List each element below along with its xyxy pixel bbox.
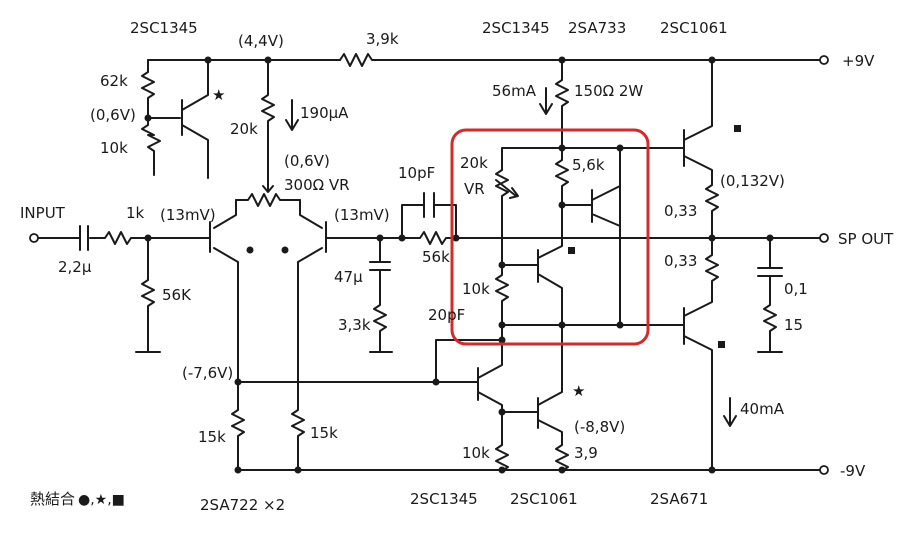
label-c47: 47μ	[334, 268, 363, 286]
spout-terminal[interactable]	[819, 233, 829, 243]
bias-circuit-highlight	[450, 128, 650, 346]
label-r33k: 3,3k	[338, 316, 371, 334]
label-c22: 2,2μ	[58, 258, 92, 276]
label-c01: 0,1	[784, 280, 808, 298]
label-r1k: 1k	[126, 204, 145, 222]
thermal-marks: ★ ★	[212, 86, 741, 400]
label-c10pf: 10pF	[398, 164, 435, 182]
label-top-tr-right: 2SC1061	[660, 19, 728, 37]
label-r20k-top: 20k	[230, 120, 258, 138]
label-r62k: 62k	[100, 72, 128, 90]
label-v76: (-7,6V)	[182, 364, 233, 382]
label-r56k-in: 56K	[162, 286, 192, 304]
label-r5-6k: 5,6k	[572, 156, 605, 174]
label-i40: 40mA	[740, 400, 785, 418]
label-bot-tr3: 2SA671	[650, 490, 708, 508]
label-r15k-right: 15k	[310, 424, 338, 442]
label-top-tr-mid1: 2SC1345	[482, 19, 550, 37]
label-top-tr-mid2: 2SA733	[568, 19, 626, 37]
label-vr300: 300Ω VR	[284, 176, 350, 194]
label-v06-left: (0,6V)	[90, 106, 136, 124]
wires	[37, 53, 821, 472]
input-terminal[interactable]	[29, 233, 39, 243]
svg-text:★: ★	[212, 86, 225, 104]
label-bot-tr2: 2SC1061	[510, 490, 578, 508]
label-v13-right: (13mV)	[334, 206, 390, 224]
svg-text:★: ★	[572, 382, 585, 400]
label-r56k-fb: 56k	[422, 248, 450, 266]
labels: 2SC1345 (4,4V) 3,9k 2SC1345 2SA733 2SC10…	[20, 19, 894, 514]
label-v0132: (0,132V)	[720, 172, 785, 190]
label-top-v-base: (4,4V)	[238, 32, 284, 50]
label-bot-tr1: 2SC1345	[410, 490, 478, 508]
label-top-tr-left: 2SC1345	[130, 19, 198, 37]
label-legend: 熱結合	[30, 490, 75, 508]
label-c20pf: 20pF	[428, 306, 465, 324]
label-r39-bot: 3,9	[574, 444, 598, 462]
label-legend-marks: ●,★,■	[78, 492, 125, 508]
label-r033-top: 0,33	[664, 202, 697, 220]
label-spout: SP OUT	[838, 230, 894, 248]
label-r15k-left: 15k	[198, 428, 226, 446]
label-vr-tag: VR	[464, 180, 485, 198]
label-vplus: +9V	[842, 52, 875, 70]
label-r10k-bot: 10k	[462, 444, 490, 462]
junctions	[144, 56, 774, 474]
label-bot-pair: 2SA722 ×2	[200, 496, 285, 514]
label-r20k-vr: 20k	[460, 154, 488, 172]
label-r150: 150Ω 2W	[574, 82, 643, 100]
label-vminus: -9V	[840, 462, 866, 480]
vminus-terminal[interactable]	[819, 465, 829, 475]
label-input: INPUT	[20, 204, 66, 222]
label-r15: 15	[784, 316, 803, 334]
label-i190: 190μA	[300, 104, 349, 122]
label-r10k-left: 10k	[100, 139, 128, 157]
label-v06-mid: (0,6V)	[284, 152, 330, 170]
label-r033-bot: 0,33	[664, 252, 697, 270]
label-r10k-vbe: 10k	[462, 280, 490, 298]
label-i56: 56mA	[492, 82, 537, 100]
label-r-3-9k: 3,9k	[366, 30, 399, 48]
label-v88: (-8,8V)	[574, 418, 625, 436]
label-v13-left: (13mV)	[160, 206, 216, 224]
vplus-terminal[interactable]	[819, 55, 829, 65]
